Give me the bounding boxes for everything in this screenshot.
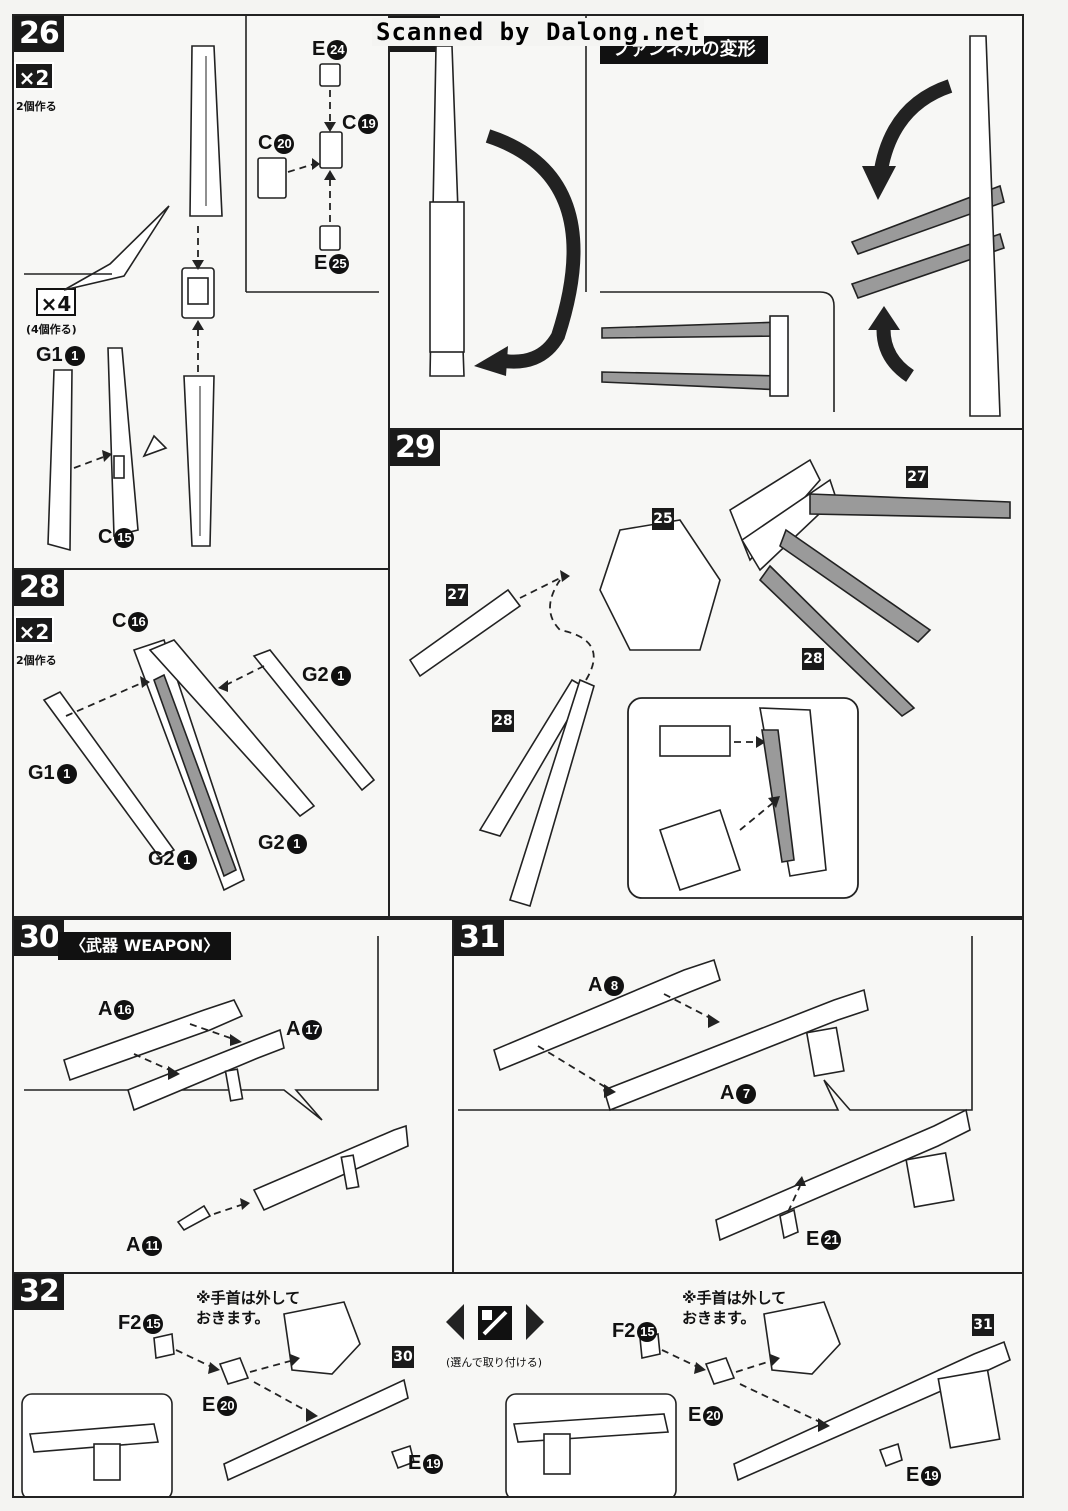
scan-watermark: Scanned by Dalong.net [372, 18, 705, 46]
step-30-diagram [24, 936, 409, 1232]
part-badge-30: 30 [392, 1346, 414, 1368]
left-note: ※手首は外して おきます。 [196, 1289, 301, 1327]
step-number: 29 [390, 430, 440, 466]
step-28-diagram [42, 638, 376, 892]
step-number: 26 [14, 16, 64, 52]
step-number: 32 [14, 1274, 64, 1310]
part-badge-27-top: 27 [906, 466, 928, 488]
step-31-diagram [458, 936, 973, 1242]
sub-multiplier-note: (4個作る) [26, 323, 77, 336]
multiplier-note: 2個作る [16, 100, 57, 113]
step-number: 30 [14, 920, 64, 956]
step-32-diagram [21, 1301, 1011, 1496]
step-29-panel: 29 27 25 28 27 28 [388, 428, 1024, 918]
right-note: ※手首は外して おきます。 [682, 1289, 787, 1327]
step-27-panel: 27 ファンネルの変形 [388, 14, 1024, 430]
part-badge-31: 31 [972, 1314, 994, 1336]
part-badge-28-right: 28 [802, 648, 824, 670]
step-26-panel: 26 ×2 2個作る ×4 (4個作る) [12, 14, 390, 570]
multiplier-badge: ×2 [14, 62, 54, 90]
step-number: 28 [14, 570, 64, 606]
select-swap-icon [446, 1304, 544, 1340]
part-badge-28-left: 28 [492, 710, 514, 732]
step-30-title: 〈武器 WEAPON〉 [58, 932, 232, 960]
step-number: 31 [454, 920, 504, 956]
step-32-panel: 32 ※手首は外して おきます。 ※手首は外して おきます。 (選んで取り付ける… [12, 1272, 1024, 1498]
sub-multiplier-badge: ×4 [36, 288, 76, 316]
multiplier-note: 2個作る [16, 654, 57, 667]
part-badge-27-left: 27 [446, 584, 468, 606]
step-29-diagram [408, 458, 1011, 907]
step-27-diagram [429, 16, 1005, 417]
part-badge-25: 25 [652, 508, 674, 530]
multiplier-badge: ×2 [14, 616, 54, 644]
step-26-diagram [24, 16, 379, 552]
select-note: (選んで取り付ける) [446, 1356, 543, 1369]
